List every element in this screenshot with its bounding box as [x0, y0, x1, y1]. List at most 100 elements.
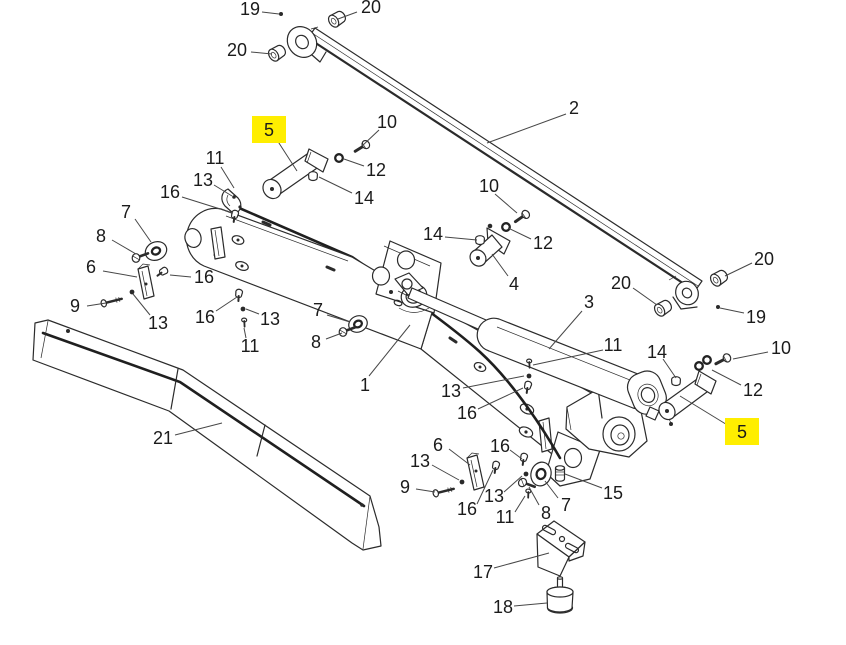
leader-line-7 — [326, 314, 351, 323]
leader-line-6 — [448, 448, 471, 466]
leader-line-13 — [503, 475, 523, 493]
lower-hardware-cluster — [431, 451, 566, 499]
leader-line-18 — [513, 602, 548, 607]
arm-slot-pad — [473, 361, 535, 438]
leader-line-11 — [243, 327, 247, 339]
part-number-label-20-1: 20 — [361, 0, 381, 17]
leader-line-12 — [711, 369, 742, 386]
part-number-label-14-7: 14 — [354, 188, 374, 208]
part-number-label-5-23[interactable]: 5 — [737, 422, 747, 442]
leader-line-10 — [494, 193, 518, 214]
part-number-label-16-10: 16 — [160, 182, 180, 202]
pin-bolt — [351, 137, 373, 157]
part-number-label-13-36: 13 — [441, 381, 461, 401]
leader-line-19 — [719, 307, 745, 314]
part-number-label-8-25: 8 — [96, 226, 106, 246]
part-number-label-21-38: 21 — [153, 428, 173, 448]
leader-line-13 — [213, 184, 233, 197]
leader-line-8 — [111, 239, 137, 255]
hydraulic-cylinder — [394, 272, 667, 421]
leader-line-9 — [415, 488, 436, 493]
leader-line-9 — [86, 302, 107, 307]
part-number-label-18-50: 18 — [493, 597, 513, 617]
leader-line-20 — [632, 287, 658, 306]
pin-washer — [694, 361, 704, 371]
part-number-label-5-4[interactable]: 5 — [264, 120, 274, 140]
cylinder-pin-right — [658, 370, 717, 426]
leader-line-16 — [181, 196, 234, 214]
leader-line-8 — [528, 486, 540, 506]
part-number-label-11-19: 11 — [604, 335, 623, 355]
part-number-label-13-44: 13 — [484, 486, 504, 506]
bar-clevis-right — [668, 275, 699, 310]
leader-line-12 — [507, 227, 532, 240]
leader-line-16 — [476, 469, 494, 505]
leader-line-7 — [134, 218, 152, 243]
leader-line-5 — [276, 139, 298, 172]
clamp-strap — [137, 263, 155, 300]
pivot-pin-bracket — [469, 223, 511, 267]
spacer — [554, 465, 566, 482]
leader-line-7 — [544, 480, 559, 499]
part-number-label-7-24: 7 — [121, 202, 131, 222]
leader-line-21 — [174, 422, 223, 436]
leader-line-13 — [245, 308, 260, 315]
part-number-label-8-46: 8 — [541, 503, 551, 523]
part-number-label-12-6: 12 — [366, 160, 386, 180]
part-number-label-13-9: 13 — [193, 170, 213, 190]
leader-line-6 — [102, 270, 138, 278]
arm-left-plate — [184, 207, 435, 350]
leader-line-16 — [169, 274, 192, 278]
rubber-bumper — [546, 576, 574, 614]
part-number-label-13-41: 13 — [410, 451, 430, 471]
left-hardware-cluster — [99, 241, 170, 309]
part-number-label-16-40: 16 — [490, 436, 510, 456]
leader-line-20 — [250, 51, 273, 55]
part-number-label-2-3: 2 — [569, 98, 579, 118]
leader-line-15 — [564, 473, 603, 489]
part-number-label-19-0: 19 — [240, 0, 260, 19]
part-number-label-8-34: 8 — [311, 332, 321, 352]
leader-line-1 — [368, 324, 411, 377]
part-number-label-15-48: 15 — [603, 483, 623, 503]
part-number-label-12-12: 12 — [533, 233, 553, 253]
part-number-label-9-42: 9 — [400, 477, 410, 497]
part-number-label-12-22: 12 — [743, 380, 763, 400]
part-number-label-10-21: 10 — [771, 338, 791, 358]
highlight-box-part-5[interactable] — [725, 418, 759, 445]
part-number-label-17-49: 17 — [473, 562, 493, 582]
part-number-label-11-45: 11 — [496, 507, 515, 527]
leader-line-5 — [679, 395, 730, 427]
part-number-label-16-37: 16 — [457, 403, 477, 423]
leader-line-10 — [361, 129, 380, 147]
part-number-label-20-16: 20 — [754, 249, 774, 269]
leader-line-13 — [132, 293, 151, 316]
part-number-label-6-26: 6 — [86, 257, 96, 277]
part-number-label-11-32: 11 — [241, 336, 260, 356]
roll-pin — [279, 12, 283, 16]
frame-beam — [32, 319, 382, 551]
lock-nut — [670, 376, 682, 387]
bushing — [265, 42, 289, 64]
arm-weld-strap — [210, 226, 226, 260]
part-number-label-14-13: 14 — [423, 224, 443, 244]
bushing — [651, 297, 675, 319]
part-number-label-10-11: 10 — [479, 176, 499, 196]
pin-washer — [501, 222, 511, 232]
leader-line-13 — [462, 375, 525, 389]
leader-line-14 — [444, 236, 478, 241]
part-number-label-3-18: 3 — [584, 292, 594, 312]
part-number-label-20-2: 20 — [227, 40, 247, 60]
leader-line-2 — [486, 113, 567, 144]
pin-bolt — [712, 350, 734, 369]
leader-line-11 — [532, 349, 604, 366]
part-number-label-7-33: 7 — [313, 300, 323, 320]
leader-line-4 — [491, 253, 509, 277]
part-number-label-16-30: 16 — [195, 307, 215, 327]
leader-line-16 — [509, 449, 523, 460]
part-number-label-11-8: 11 — [206, 148, 225, 168]
roll-pin — [716, 305, 720, 309]
highlight-box-part-5[interactable] — [252, 116, 286, 143]
